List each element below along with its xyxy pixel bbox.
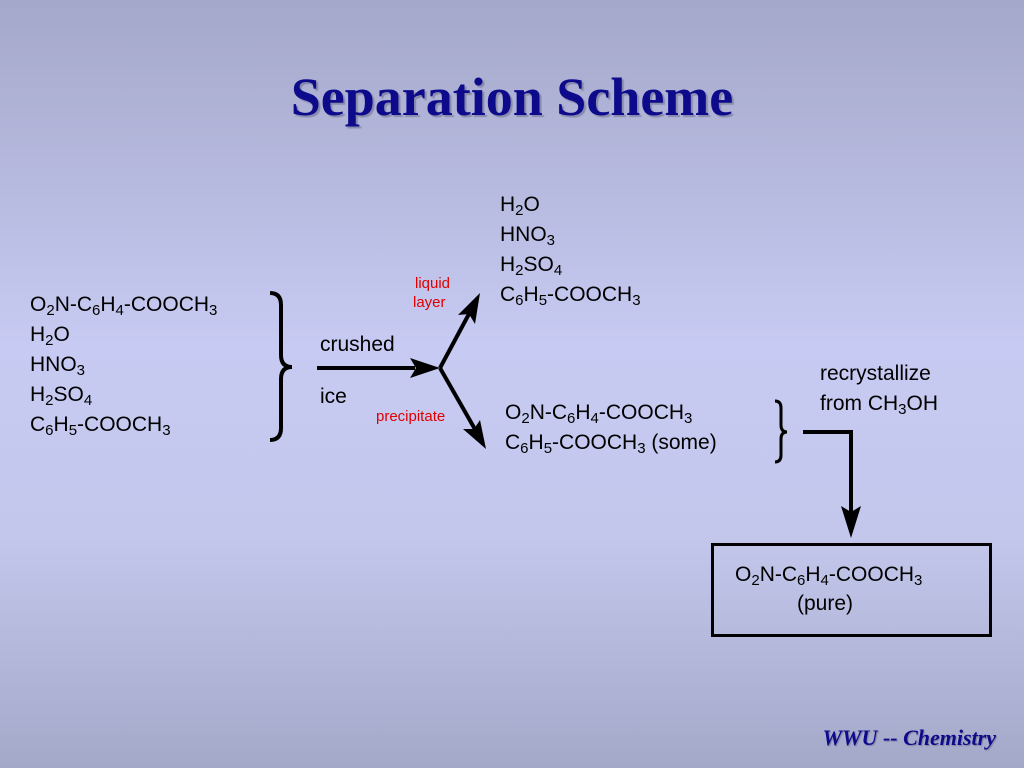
liquid-layer-arrow-shaft bbox=[438, 311, 472, 369]
product-compound: O2N-C6H4-COOCH3 bbox=[735, 563, 923, 589]
recrystallize-solvent-label: from CH3OH bbox=[820, 392, 939, 418]
mixture-compound: H2O bbox=[30, 323, 70, 349]
liquid-layer-compound: H2SO4 bbox=[500, 253, 563, 279]
liquid-layer-compound: HNO3 bbox=[500, 223, 556, 249]
pure-label: (pure) bbox=[797, 592, 854, 615]
precipitate-arrow-head bbox=[463, 420, 486, 449]
precipitate-arrow-shaft bbox=[438, 367, 478, 432]
recrystallize-arrow-head bbox=[841, 506, 861, 538]
precipitate-brace bbox=[774, 399, 788, 464]
precipitate-compound: O2N-C6H4-COOCH3 bbox=[505, 401, 693, 427]
pure-product-formula: O2N-C6H4-COOCH3 bbox=[735, 560, 922, 590]
footer-credit: WWU -- Chemistry bbox=[822, 725, 996, 750]
crushed-label: crushed bbox=[320, 333, 395, 356]
mixture-compound: H2SO4 bbox=[30, 383, 93, 409]
recrystallize-label: recrystallize bbox=[820, 362, 931, 385]
mixture-compound: C6H5-COOCH3 bbox=[30, 413, 171, 439]
liquid-label: liquid bbox=[415, 275, 451, 292]
page-title: Separation Scheme bbox=[290, 67, 734, 127]
precipitate-compound: C6H5-COOCH3 (some) bbox=[505, 431, 717, 457]
layer-label: layer bbox=[413, 294, 446, 311]
pure-product-box bbox=[711, 543, 992, 637]
liquid-layer-compound: H2O bbox=[500, 193, 540, 219]
crushed-ice-arrow-head bbox=[410, 358, 440, 378]
precipitate-label: precipitate bbox=[376, 408, 446, 425]
liquid-layer-arrow-head bbox=[458, 293, 480, 324]
mixture-compound: O2N-C6H4-COOCH3 bbox=[30, 293, 218, 319]
recrystallize-arrow-shaft bbox=[803, 430, 853, 512]
liquid-layer-compound: C6H5-COOCH3 bbox=[500, 283, 641, 309]
mixture-compound: HNO3 bbox=[30, 353, 86, 379]
mixture-brace bbox=[269, 291, 293, 442]
ice-label: ice bbox=[320, 385, 347, 408]
